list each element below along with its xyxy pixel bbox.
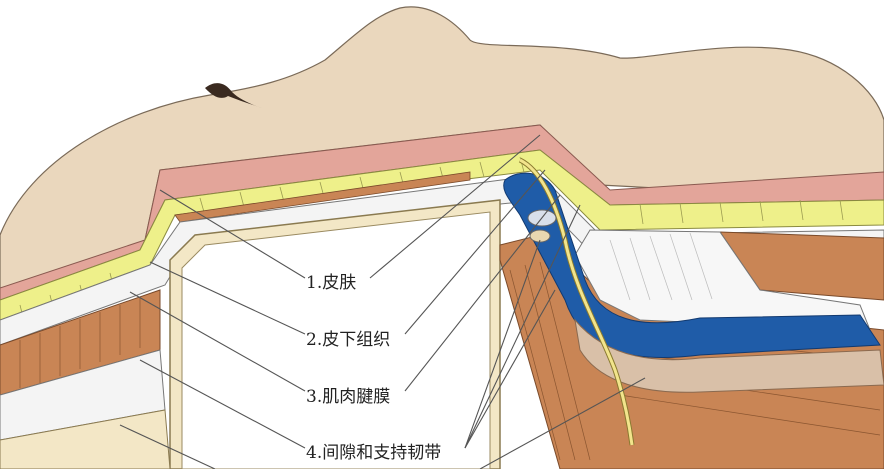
leader-lines	[119, 134, 646, 470]
label-musculoaponeurotic-layer: 3.肌肉腱膜	[306, 387, 391, 407]
gland-lower	[529, 229, 551, 243]
nerve-fill	[519, 158, 634, 446]
galea-strip	[174, 171, 471, 223]
label-subcutaneous-tissue: 2.皮下组织	[306, 330, 391, 350]
head-silhouette	[0, 6, 884, 306]
subcutaneous-fat-layer	[0, 149, 884, 321]
label-skin: 1.皮肤	[306, 273, 357, 293]
label-spaces-and-retaining-ligaments: 4.间隙和支持韧带	[306, 443, 442, 463]
tan-layer	[574, 318, 884, 393]
eyebrow	[205, 83, 262, 108]
fascia-striations	[609, 232, 713, 301]
muscle-fibers-left	[19, 298, 141, 388]
deep-fascia-blue	[503, 172, 881, 358]
